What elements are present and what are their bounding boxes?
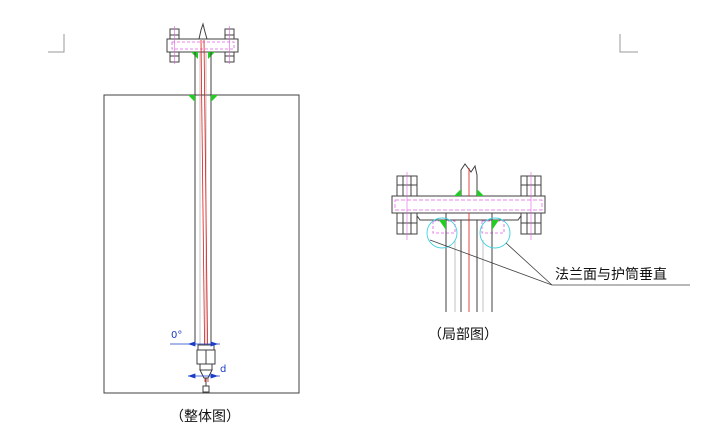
angle-dimension-label: 0° (171, 330, 183, 341)
detail-flange-plate (391, 195, 546, 214)
flange-perpendicular-note: 法兰面与护筒垂直 (555, 267, 667, 283)
page-corner-marks (48, 34, 638, 53)
casing-weld-left (188, 95, 195, 102)
bottom-fitting (196, 344, 216, 393)
bolt-left (169, 26, 180, 64)
overall-view-caption: （整体图） (170, 409, 240, 425)
center-lines (200, 39, 209, 383)
size-dimension-label: d (220, 364, 227, 375)
weld-highlight-circles (426, 217, 511, 249)
detail-view-caption: （局部图） (428, 327, 498, 343)
bolt-right (224, 26, 235, 64)
detail-rod-top (460, 163, 478, 196)
detail-bolt-right (520, 172, 542, 240)
detail-tube (445, 213, 493, 312)
casing-weld-right (211, 95, 218, 102)
leader-lines (429, 239, 690, 286)
dimension-marks (170, 341, 220, 379)
top-flange (166, 22, 239, 64)
detail-bolt-left (396, 172, 418, 240)
overall-view (103, 22, 300, 394)
detail-view (391, 163, 690, 312)
